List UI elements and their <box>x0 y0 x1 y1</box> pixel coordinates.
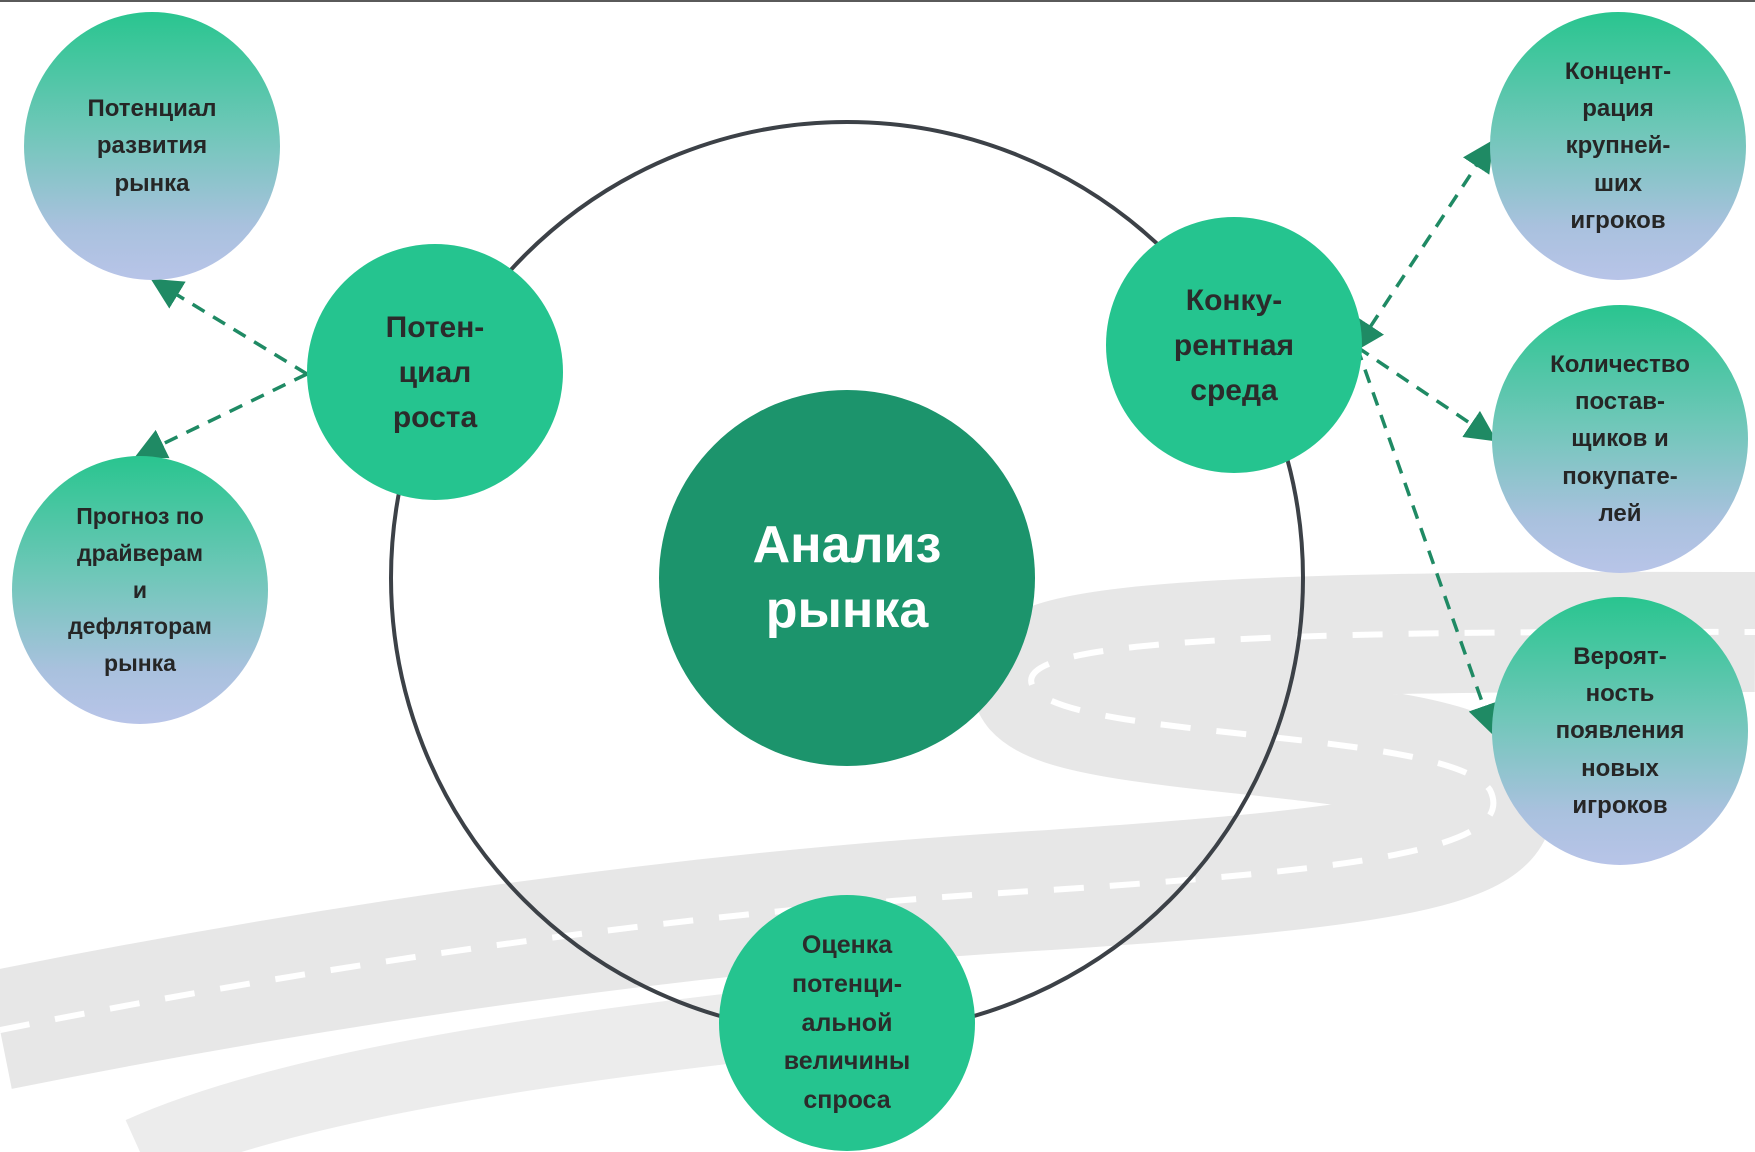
node-competitive-environment-label: Конку- рентная среда <box>1173 283 1295 407</box>
center-label: Анализ рынка <box>752 516 942 639</box>
node-suppliers-label: Количество постав- щиков и покупате- лей <box>1550 351 1690 527</box>
top-border-line <box>0 0 1755 2</box>
connector-competition-newplayers <box>1355 346 1499 736</box>
connector-growth-forecast <box>134 372 308 459</box>
node-new-players-probability: Вероят- ность появления новых игроков <box>1492 597 1748 865</box>
node-competitive-environment: Конку- рентная среда <box>1106 217 1362 473</box>
node-number-of-suppliers-buyers: Количество постав- щиков и покупате- лей <box>1492 305 1748 573</box>
node-concentration-label: Концент- рация крупней- ших игроков <box>1564 58 1672 234</box>
node-demand-estimate: Оценка потенци- альной величины спроса <box>719 895 975 1151</box>
connector-competition-suppliers <box>1356 345 1498 442</box>
node-forecast-drivers: Прогноз по драйверам и дефляторам рынка <box>12 456 268 724</box>
node-market-development-potential-label: Потенциал развития рынка <box>87 95 217 197</box>
center-node-market-analysis: Анализ рынка <box>659 390 1035 766</box>
connector-competition-concentration <box>1353 139 1494 353</box>
node-growth-potential: Потен- циал роста <box>307 244 563 500</box>
connectors <box>134 139 1499 736</box>
node-forecast-drivers-label: Прогноз по драйверам и дефляторам рынка <box>68 503 212 677</box>
node-concentration-of-major-players: Концент- рация крупней- ших игроков <box>1490 12 1746 280</box>
connector-growth-development <box>150 278 308 376</box>
node-growth-potential-label: Потен- циал роста <box>385 310 485 434</box>
node-demand-estimate-label: Оценка потенци- альной величины спроса <box>783 931 911 1115</box>
node-new-players-label: Вероят- ность появления новых игроков <box>1555 643 1685 819</box>
node-market-development-potential: Потенциал развития рынка <box>24 12 280 280</box>
